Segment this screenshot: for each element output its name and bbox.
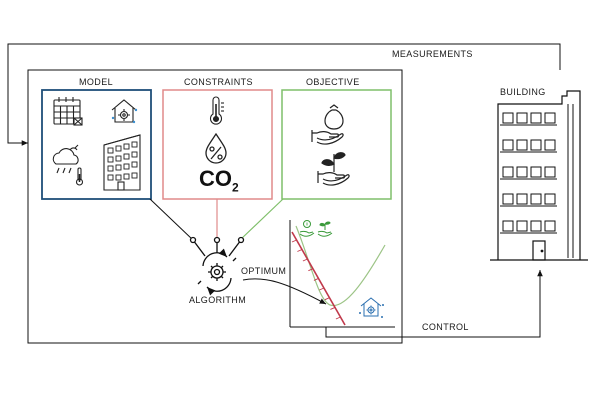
objective-title: OBJECTIVE	[306, 77, 360, 87]
control-label: CONTROL	[422, 322, 469, 332]
optimum-label: OPTIMUM	[241, 266, 287, 276]
objective-box	[281, 89, 392, 200]
money-hand-icon	[311, 104, 344, 145]
measurements-loop-line	[7, 43, 561, 146]
optimization-chart	[242, 220, 395, 328]
model-title: MODEL	[79, 77, 114, 87]
house-gear-icon	[111, 99, 138, 124]
office-building-icon	[103, 134, 141, 191]
co2-subscript: 2	[232, 180, 239, 195]
weather-icon	[52, 144, 84, 186]
plant-hand-icon	[317, 152, 350, 186]
chart-house-gear-icon	[359, 297, 384, 318]
humidity-drop-icon	[205, 132, 227, 164]
algorithm-gear-icon	[189, 236, 245, 296]
chart-money-icon	[299, 220, 315, 237]
model-box	[41, 89, 152, 200]
system-frame	[27, 69, 403, 344]
algorithm-label: ALGORITHM	[189, 295, 247, 305]
building-title: BUILDING	[500, 87, 546, 97]
model-connector	[149, 198, 194, 241]
measurements-label: MEASUREMENTS	[392, 49, 473, 59]
co2-icon: CO2	[199, 166, 239, 194]
building-illustration	[490, 90, 588, 261]
calendar-icon	[53, 97, 83, 126]
control-line	[325, 270, 543, 338]
constraints-title: CONSTRAINTS	[184, 77, 253, 87]
optimum-arrow	[242, 278, 327, 305]
building-door	[532, 240, 546, 261]
objective-connector	[239, 198, 284, 241]
objective-curve	[295, 225, 386, 307]
thermometer-icon	[209, 96, 224, 125]
chart-plant-icon	[317, 221, 333, 237]
building-windows	[500, 112, 557, 234]
co2-text: CO	[199, 166, 232, 191]
constraint-hatching	[291, 239, 341, 320]
